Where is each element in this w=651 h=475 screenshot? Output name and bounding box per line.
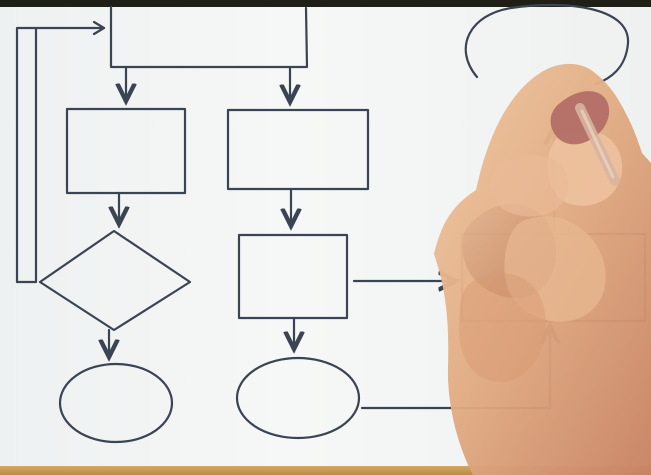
marker-highlight (580, 109, 615, 179)
palm-shadow (458, 272, 546, 382)
left-process-box (65, 107, 187, 195)
board-bottom-edge (0, 466, 651, 475)
middle-finger (489, 154, 568, 217)
left-terminal-oval (58, 362, 174, 444)
hand (434, 64, 651, 475)
thumb (504, 216, 606, 322)
right-terminal-oval (235, 356, 361, 440)
right-process-box (226, 108, 370, 191)
loop-connector (15, 26, 106, 284)
top-process-box (109, 5, 309, 69)
loop-arrowhead (92, 20, 106, 36)
middle-process-box (237, 233, 349, 320)
top-frame (0, 0, 651, 7)
top-terminal-arc (464, 3, 630, 86)
decision-diamond (38, 229, 192, 332)
